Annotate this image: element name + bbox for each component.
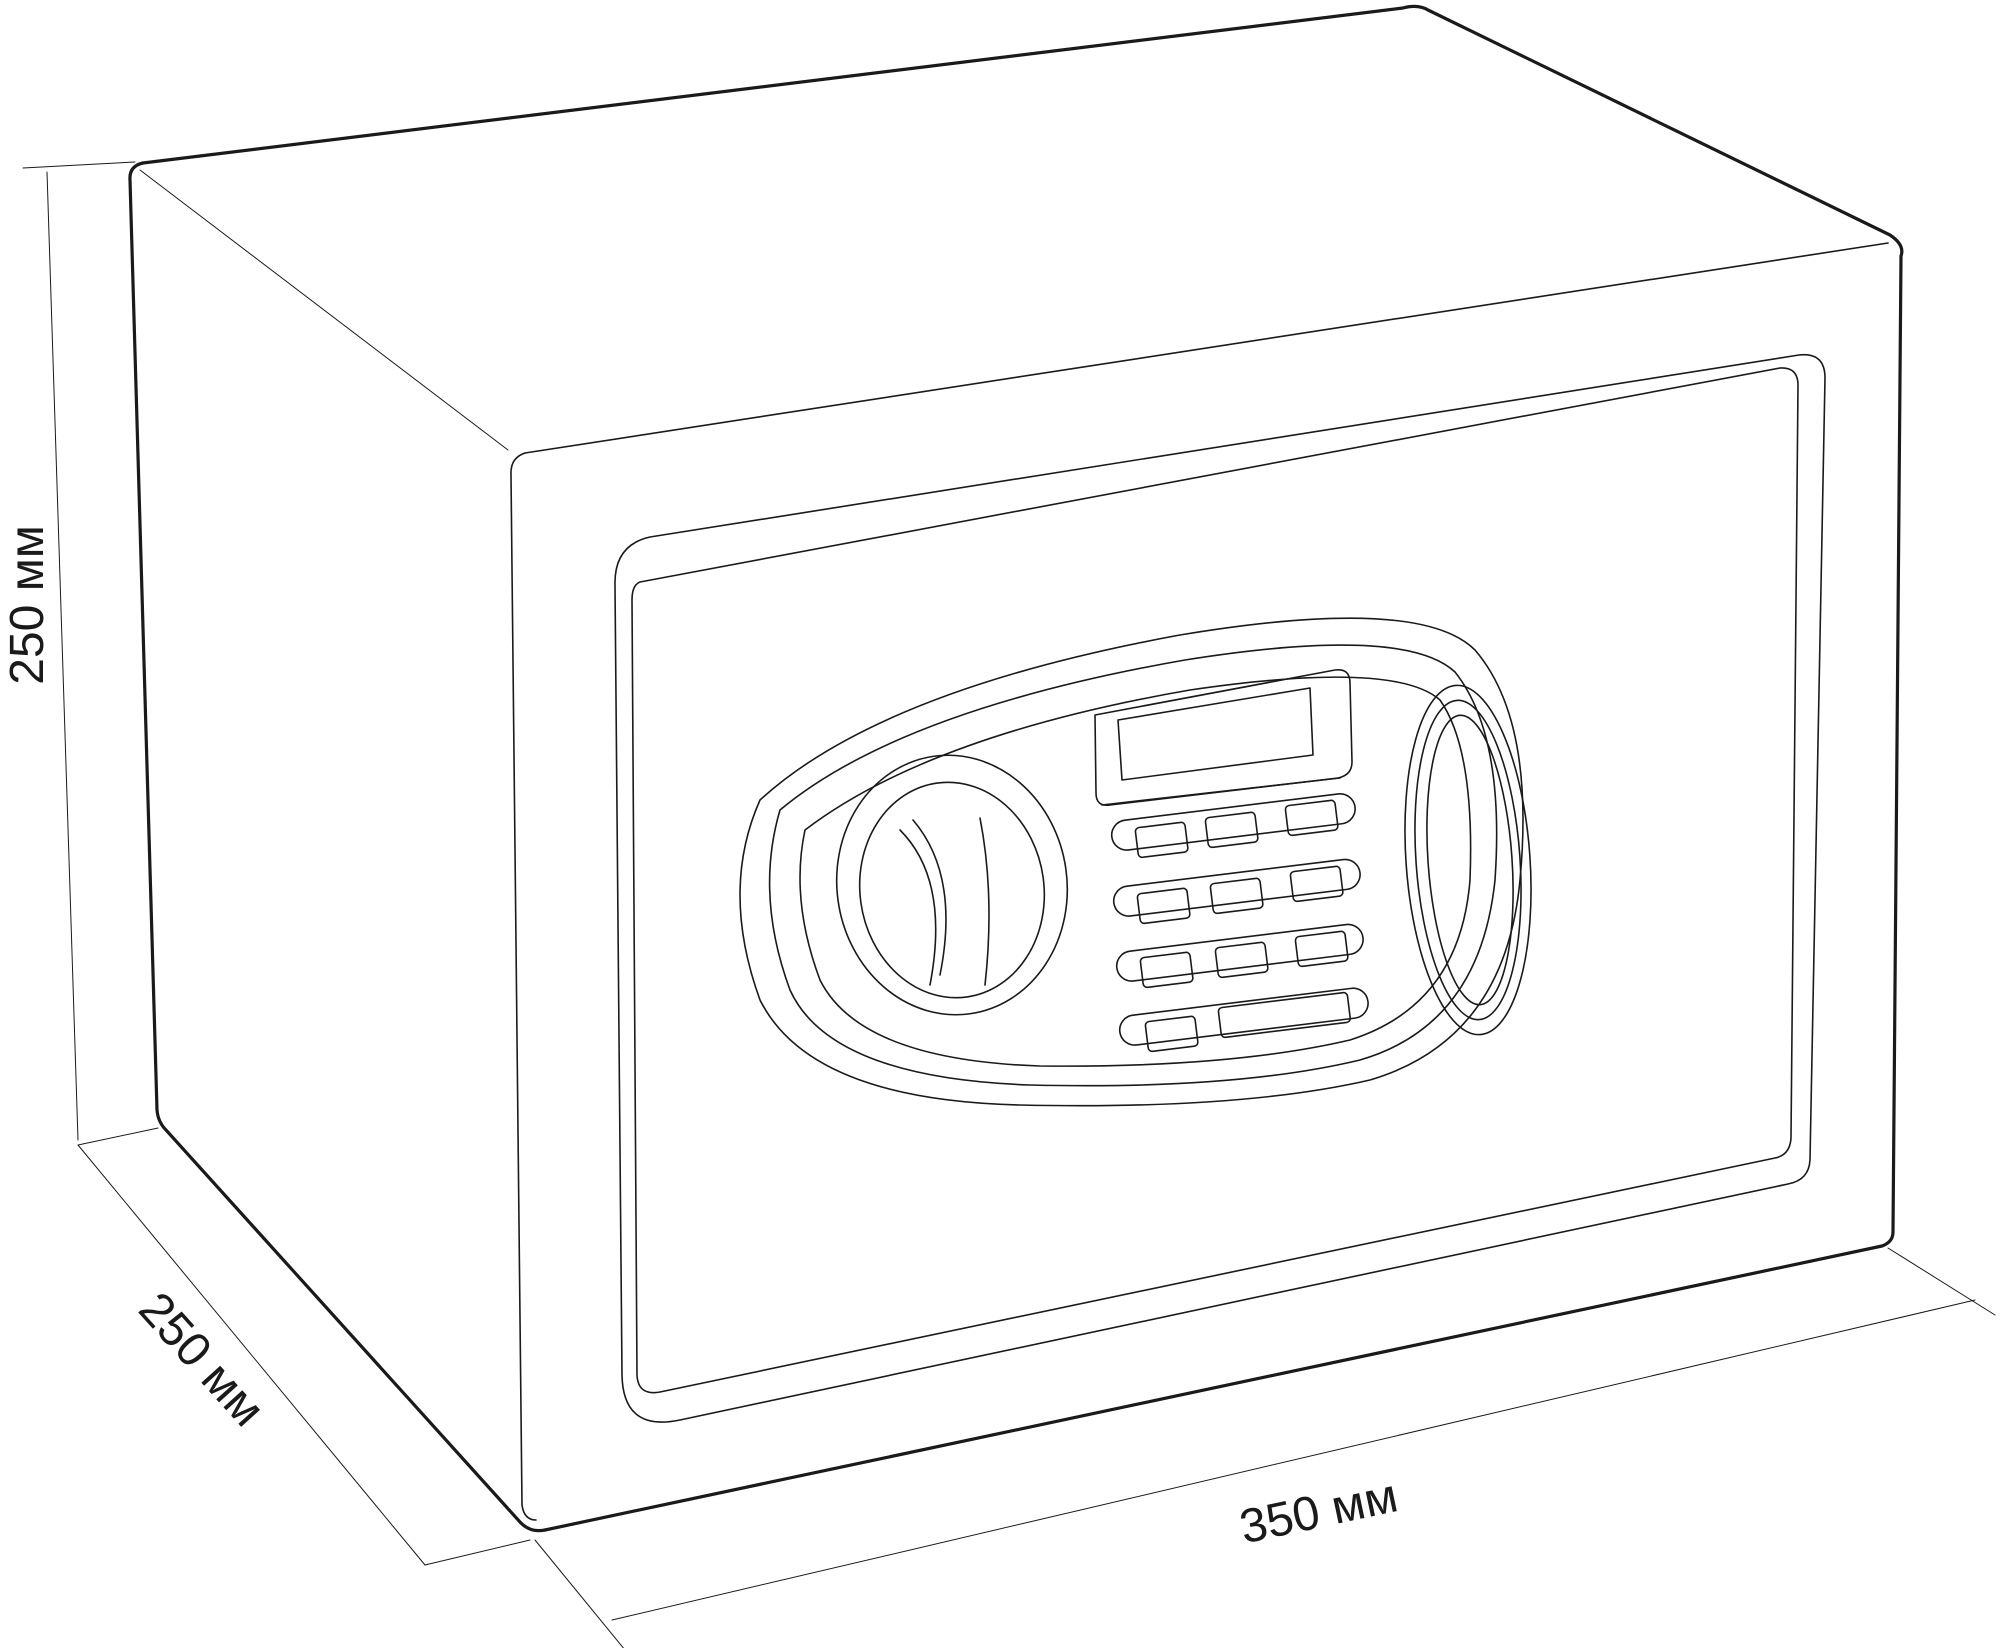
panel-mid-oval	[768, 644, 1498, 1087]
width-dimension-label: 350 мм	[1235, 1469, 1402, 1554]
height-dimension-label: 250 мм	[1, 525, 54, 684]
key-7	[1139, 951, 1194, 989]
safe-right-edge	[1880, 254, 1903, 1248]
keypad-row-4	[1118, 987, 1369, 1053]
control-panel	[739, 617, 1524, 1107]
key-star	[1144, 1015, 1199, 1053]
key-9	[1294, 930, 1349, 968]
key-2	[1204, 811, 1259, 849]
key-4	[1136, 887, 1191, 925]
depth-dimension-label: 250 мм	[128, 1283, 274, 1437]
safe-front-top-ridge	[524, 242, 1889, 454]
key-wide	[1217, 991, 1352, 1039]
safe-left-edge	[128, 161, 547, 1533]
safe-top-inner-edge	[139, 169, 509, 451]
door-inner-frame	[631, 367, 1799, 1394]
panel-inner-oval	[799, 676, 1472, 1067]
keypad-row-2	[1112, 858, 1361, 925]
key-3	[1284, 799, 1339, 837]
key-6	[1289, 865, 1344, 903]
keypad-row-3	[1115, 923, 1364, 989]
keypad-rail-1	[1110, 793, 1356, 851]
door-outer-frame	[614, 353, 1826, 1423]
keypad-rail-4	[1118, 987, 1369, 1046]
safe-top-face	[141, 4, 1904, 258]
dimension-lines	[22, 161, 1996, 1648]
keypad-rail-2	[1112, 858, 1361, 917]
handle-oval-icon	[1404, 684, 1532, 1036]
key-5	[1209, 877, 1264, 915]
keypad	[1110, 793, 1369, 1053]
lcd-display-icon	[1094, 668, 1353, 807]
keypad-row-1	[1110, 793, 1356, 859]
key-8	[1214, 941, 1269, 979]
key-1	[1134, 821, 1189, 859]
safe-bottom-edge	[543, 1244, 1884, 1532]
safe-door	[614, 353, 1826, 1423]
keypad-rail-3	[1115, 923, 1364, 982]
panel-outer-oval	[739, 617, 1524, 1107]
safe-front-face-border	[510, 452, 537, 1521]
safe-body	[128, 4, 1904, 1533]
rotary-knob-icon	[835, 754, 1069, 1016]
